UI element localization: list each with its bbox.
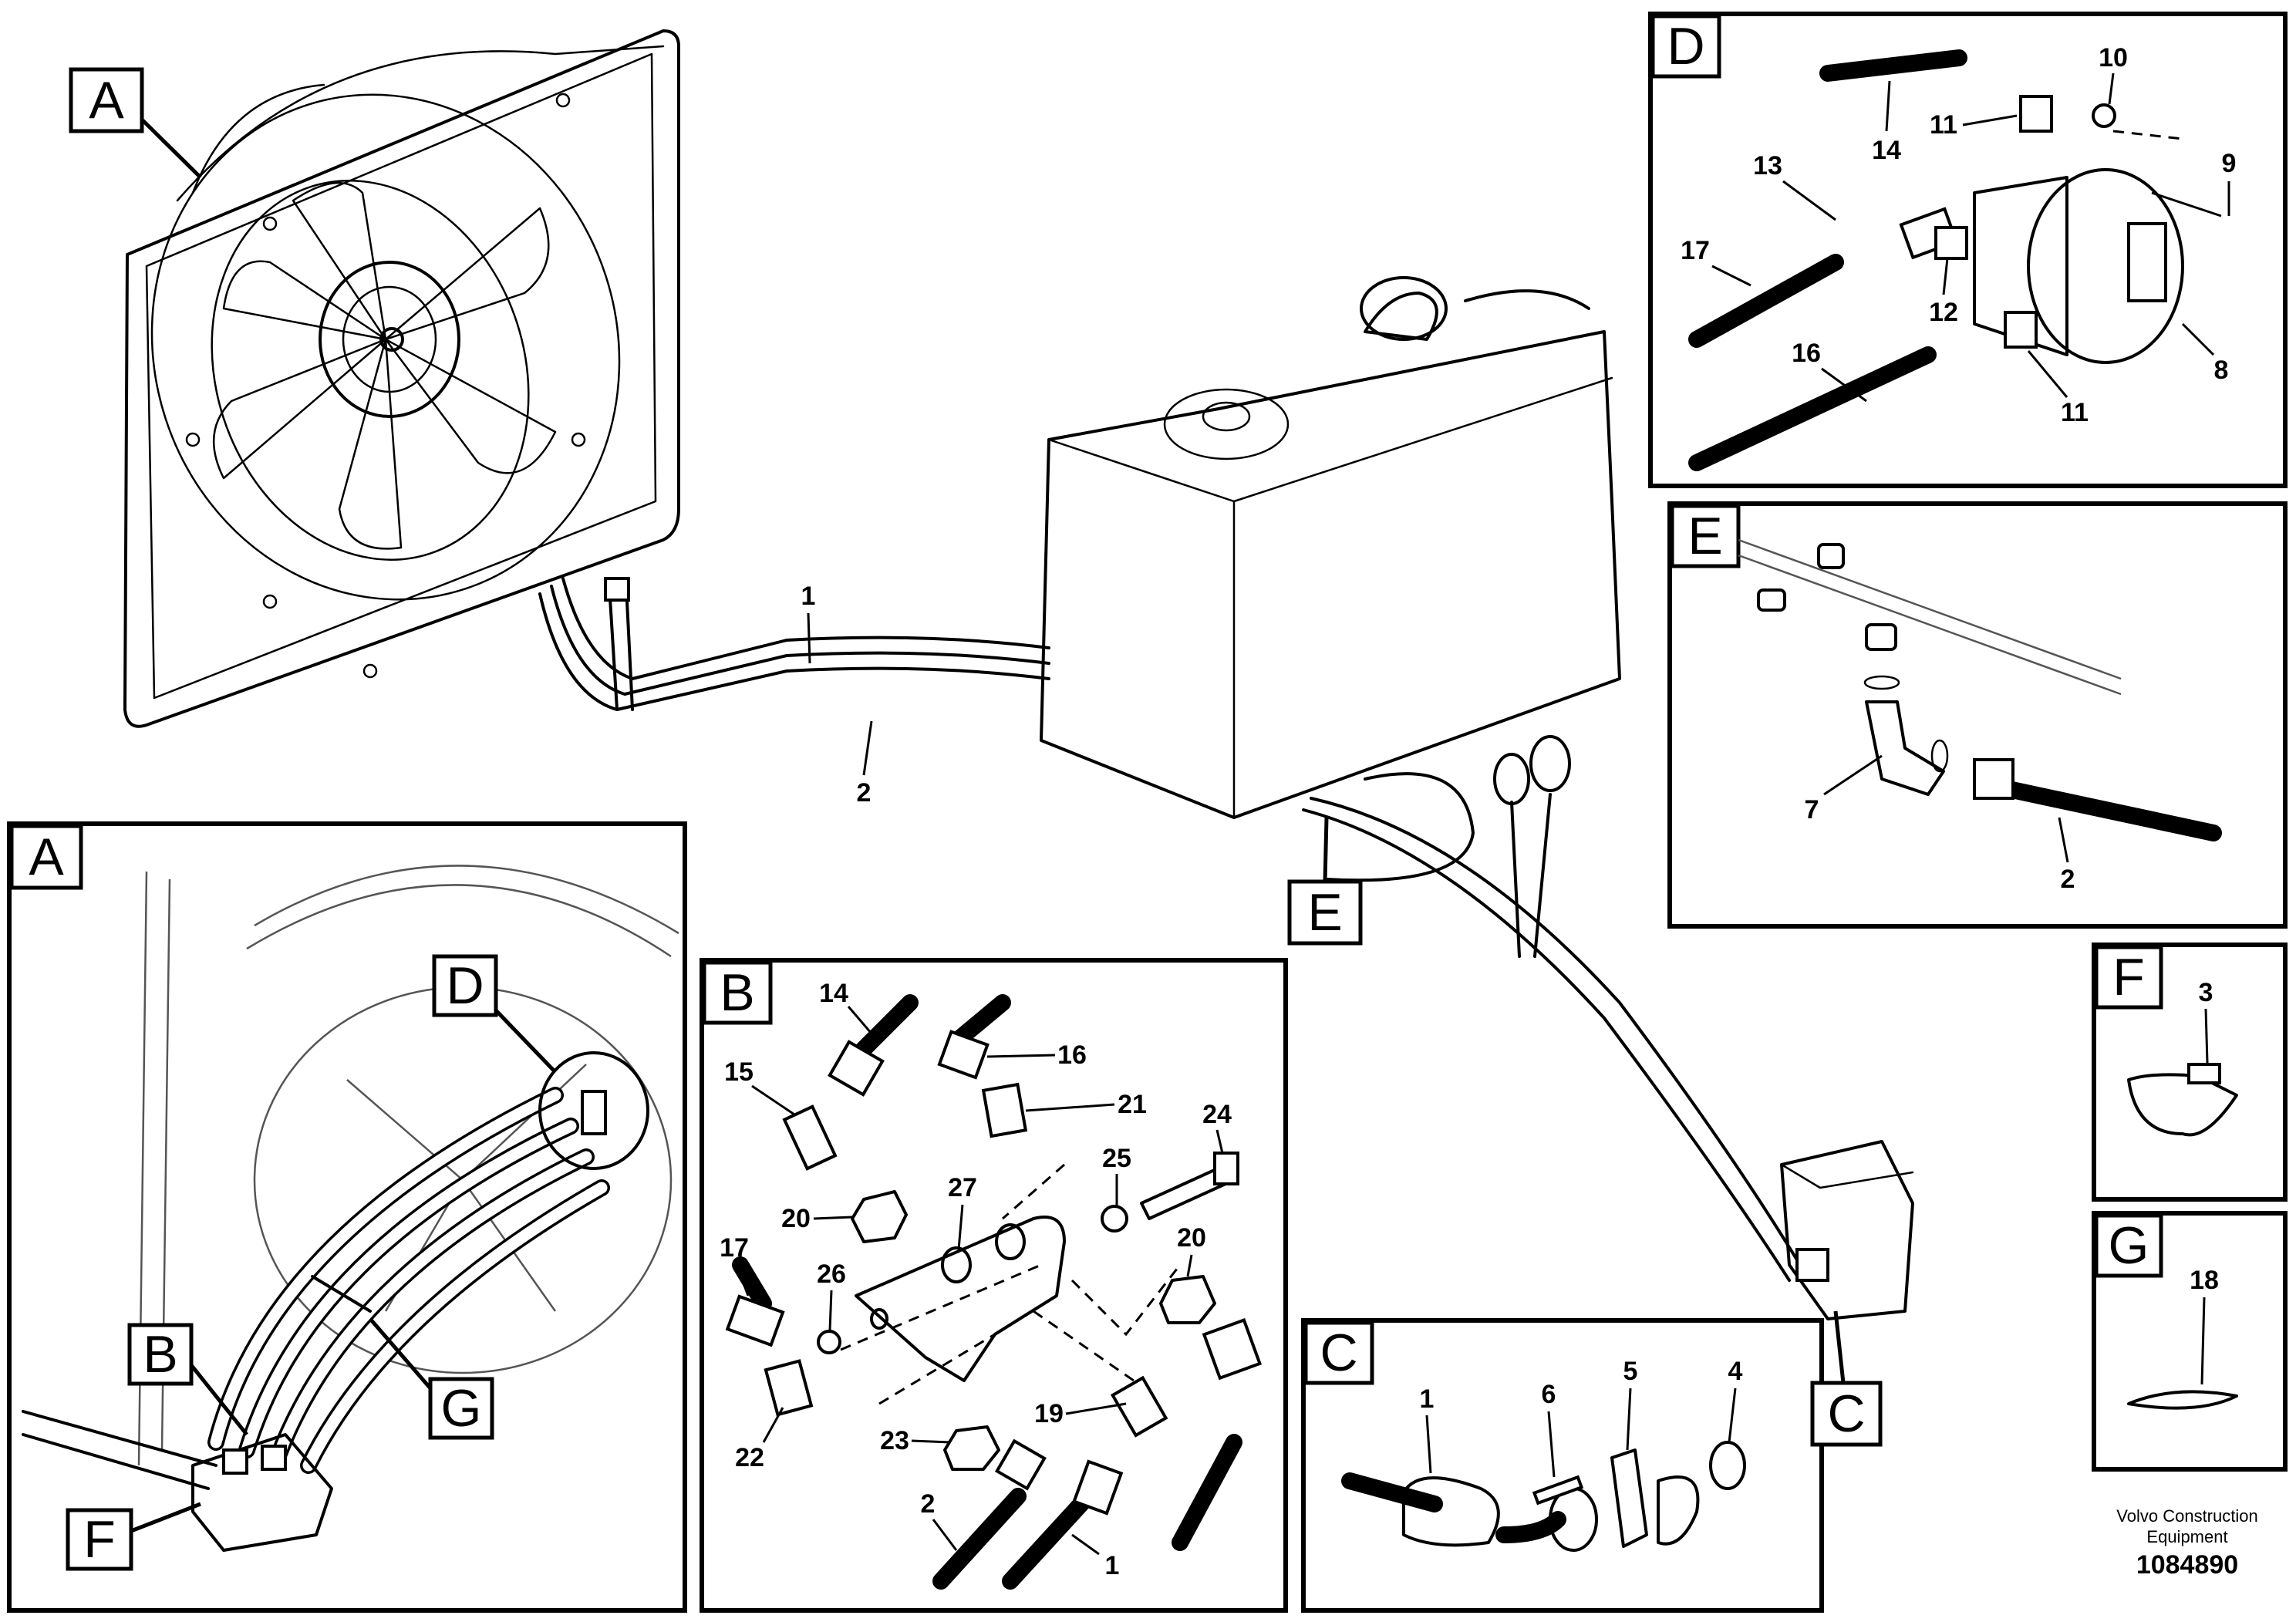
- svg-text:10: 10: [2099, 43, 2128, 73]
- svg-text:B: B: [143, 1325, 177, 1384]
- control-valve: [1780, 1140, 1914, 1320]
- svg-text:24: 24: [1202, 1100, 1232, 1129]
- main-hoses: [538, 577, 1806, 1282]
- fan-assembly: [123, 29, 680, 728]
- svg-text:2: 2: [921, 1489, 936, 1519]
- footer: Volvo Construction Equipment 1084890: [2116, 1506, 2257, 1580]
- svg-text:6: 6: [1542, 1380, 1556, 1409]
- svg-text:8: 8: [2214, 356, 2229, 385]
- tag-main-a: A: [69, 67, 202, 179]
- svg-text:27: 27: [948, 1173, 977, 1202]
- svg-text:21: 21: [1118, 1090, 1147, 1119]
- svg-text:11: 11: [1930, 110, 1957, 140]
- label-hose-1: 1: [801, 582, 816, 664]
- svg-text:25: 25: [1102, 1144, 1131, 1173]
- svg-text:1: 1: [1420, 1384, 1435, 1414]
- svg-text:B: B: [720, 963, 754, 1022]
- svg-text:3: 3: [2199, 978, 2213, 1007]
- svg-text:F: F: [83, 1510, 116, 1569]
- svg-text:Volvo Construction: Volvo Construction: [2116, 1506, 2257, 1526]
- hydraulic-tank: [1040, 276, 1621, 958]
- svg-text:F: F: [2112, 948, 2145, 1007]
- panel-f: F 3: [2092, 943, 2288, 1202]
- panel-d: D 10 14 11 9 13 17 12 16 8 11: [1648, 12, 2288, 488]
- svg-text:E: E: [1307, 883, 1342, 942]
- svg-text:26: 26: [817, 1259, 846, 1289]
- svg-text:11: 11: [2061, 398, 2089, 427]
- svg-text:20: 20: [1177, 1223, 1206, 1253]
- svg-text:22: 22: [735, 1443, 764, 1472]
- svg-text:16: 16: [1057, 1040, 1087, 1070]
- svg-text:4: 4: [1728, 1357, 1743, 1386]
- svg-text:2: 2: [857, 778, 872, 808]
- svg-text:1: 1: [1105, 1551, 1120, 1580]
- svg-text:5: 5: [1623, 1357, 1638, 1386]
- panel-g: G 18: [2092, 1211, 2288, 1472]
- svg-text:1: 1: [801, 582, 816, 611]
- svg-text:G: G: [441, 1379, 482, 1438]
- svg-text:D: D: [1667, 17, 1704, 76]
- svg-text:17: 17: [1681, 236, 1710, 265]
- svg-text:16: 16: [1792, 339, 1821, 368]
- svg-text:13: 13: [1753, 151, 1782, 180]
- svg-text:19: 19: [1034, 1399, 1064, 1428]
- svg-text:7: 7: [1805, 795, 1819, 824]
- svg-text:18: 18: [2190, 1266, 2219, 1295]
- svg-text:1084890: 1084890: [2136, 1550, 2238, 1580]
- tag-main-e: E: [1287, 817, 1363, 946]
- svg-text:Equipment: Equipment: [2146, 1527, 2227, 1546]
- panel-e: E 7 2: [1667, 501, 2288, 929]
- svg-text:A: A: [29, 828, 64, 886]
- svg-text:C: C: [1827, 1384, 1865, 1443]
- panel-a: A D B G F: [7, 821, 687, 1613]
- svg-text:14: 14: [819, 979, 848, 1008]
- svg-text:D: D: [446, 956, 484, 1015]
- svg-text:2: 2: [2061, 865, 2075, 894]
- svg-text:9: 9: [2222, 149, 2237, 178]
- tag-main-c: C: [1810, 1310, 1883, 1447]
- svg-text:G: G: [2109, 1216, 2149, 1275]
- label-hose-2: 2: [857, 720, 873, 808]
- svg-text:17: 17: [720, 1233, 749, 1263]
- svg-text:14: 14: [1872, 136, 1901, 165]
- svg-text:20: 20: [781, 1204, 811, 1233]
- panel-c: C 1 6 5 4: [1301, 1318, 1824, 1613]
- svg-text:23: 23: [880, 1426, 909, 1455]
- svg-text:A: A: [89, 71, 124, 130]
- svg-text:E: E: [1687, 507, 1722, 565]
- svg-text:C: C: [1320, 1324, 1357, 1382]
- svg-text:15: 15: [724, 1057, 754, 1087]
- svg-text:12: 12: [1929, 298, 1958, 327]
- panel-b: B 14: [700, 958, 1288, 1613]
